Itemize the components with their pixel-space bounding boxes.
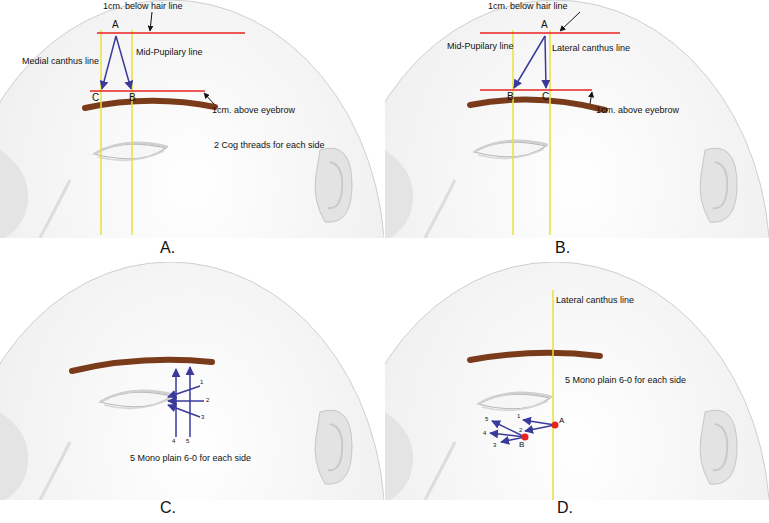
lateral-canthus-line xyxy=(552,290,554,500)
thread-arrow xyxy=(525,425,555,431)
brow-line xyxy=(90,90,205,92)
thread-arrow xyxy=(175,369,177,437)
entry-point xyxy=(552,422,559,429)
annotation-label: A xyxy=(112,20,119,30)
leader-arrow xyxy=(590,92,592,104)
medial-canthus-line xyxy=(100,30,102,235)
thread-arrow xyxy=(492,421,525,437)
annotation-label: 2 Cog threads for each side xyxy=(214,141,325,150)
eyebrow xyxy=(470,353,600,360)
hairline-line xyxy=(480,32,620,34)
annotation-label: 5 Mono plain 6-0 for each side xyxy=(130,454,251,463)
annotation-label: 1cm. above eyebrow xyxy=(212,106,295,115)
annotation-label: B xyxy=(507,92,514,102)
annotation-label: A xyxy=(541,20,548,30)
brow-line xyxy=(480,89,592,91)
leader-arrow xyxy=(150,12,152,31)
callout-number: 4 xyxy=(172,438,175,444)
thread-arrow xyxy=(102,36,116,89)
mid-pupillary-line xyxy=(512,30,514,235)
leader-arrow xyxy=(560,12,580,31)
eyebrow xyxy=(85,101,215,108)
annotation-label: Lateral canthus line xyxy=(556,296,634,305)
thread-arrow xyxy=(514,36,545,88)
callout-number: 3 xyxy=(201,414,204,420)
panel-letter: B. xyxy=(555,240,570,256)
annotation-label: 5 Mono plain 6-0 for each side xyxy=(565,376,686,385)
callout-number: 2 xyxy=(519,427,522,433)
annotation-label: C xyxy=(542,92,549,102)
annotation-label: Medial canthus line xyxy=(22,57,99,66)
head-render xyxy=(0,262,385,523)
eye xyxy=(474,141,548,159)
callout-number: 3 xyxy=(493,442,496,448)
panel-letter: D. xyxy=(557,500,573,516)
thread-arrow xyxy=(545,36,546,88)
annotation-label: B xyxy=(129,93,136,103)
thread-arrow xyxy=(189,367,191,437)
thread-arrow xyxy=(523,420,555,425)
lateral-canthus-line xyxy=(549,30,551,235)
eyebrow xyxy=(72,360,212,371)
thread-arrow xyxy=(116,36,131,89)
annotation-label: 1cm. below hair line xyxy=(488,2,568,11)
annotation-label: 1cm. above eyebrow xyxy=(596,106,679,115)
eye xyxy=(94,143,168,161)
callout-number: B xyxy=(519,441,524,449)
eye xyxy=(478,393,552,411)
annotation-label: 1cm. below hair line xyxy=(103,2,183,11)
annotation-label: C xyxy=(92,93,99,103)
callout-number: 2 xyxy=(206,397,209,403)
callout-number: 1 xyxy=(200,379,203,385)
annotation-label: Lateral canthus line xyxy=(552,44,630,53)
callout-number: 5 xyxy=(485,416,488,422)
eyebrow xyxy=(470,100,605,110)
callout-number: 5 xyxy=(186,438,189,444)
panel-letter: C. xyxy=(160,500,176,516)
callout-number: 1 xyxy=(517,413,520,419)
head-render xyxy=(340,262,769,523)
panel-letter: A. xyxy=(160,240,175,256)
leader-arrow xyxy=(204,93,214,104)
hairline-line xyxy=(97,32,245,34)
eye xyxy=(100,391,174,409)
entry-point xyxy=(522,434,529,441)
mid-pupillary-line xyxy=(131,30,133,235)
annotation-label: Mid-Pupilary line xyxy=(447,42,514,51)
callout-number: 4 xyxy=(483,430,486,436)
callout-number: A xyxy=(559,417,564,425)
thread-arrow xyxy=(168,400,204,402)
thread-arrow xyxy=(168,405,200,417)
thread-arrow xyxy=(168,386,200,397)
annotation-label: Mid-Pupilary line xyxy=(136,48,203,57)
